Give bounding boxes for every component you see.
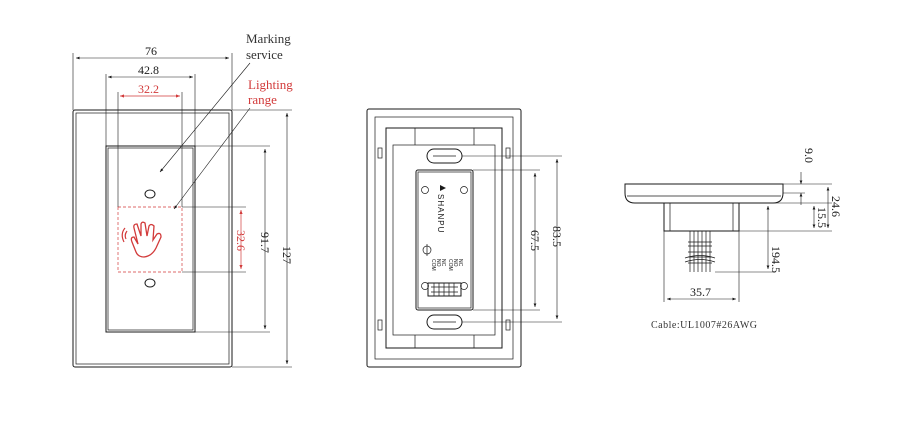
terminal-label: NO — [452, 259, 458, 267]
back-module — [415, 169, 474, 311]
lighting-range-box — [117, 206, 183, 273]
callout-lighting-line2: range — [248, 92, 277, 107]
dim-body-depth: 15.5 — [815, 207, 829, 228]
side-body — [663, 202, 740, 232]
callout-lighting-line1: Lighting — [248, 77, 293, 92]
front-plate-inner-edge — [75, 112, 230, 365]
dim-body-width: 35.7 — [690, 285, 711, 299]
dim-module-height: 67.5 — [528, 230, 542, 251]
cable-spec: Cable:UL1007#26AWG — [651, 320, 758, 331]
dim-plate-thickness: 9.0 — [802, 148, 816, 163]
side-plate — [624, 183, 784, 204]
dim-total-depth: 24.6 — [829, 196, 843, 217]
dim-overall-height: 127 — [280, 246, 294, 264]
terminal-label: NO — [435, 259, 441, 267]
terminal-label: NC — [457, 259, 463, 267]
terminal-labels: COM NO NC COM NO NC — [430, 259, 463, 271]
side-view: 9.0 15.5 24.6 194.5 35.7 Cable:UL1007#26… — [624, 148, 843, 331]
dim-overall-width: 76 — [145, 44, 157, 58]
sensor-panel — [105, 145, 196, 333]
dim-lighting-width: 32.2 — [138, 82, 159, 96]
front-plate-outer — [72, 109, 233, 368]
back-frame-outer — [366, 108, 522, 368]
back-view: SHANPU COM NO NC COM NO NC 67.5 83.5 — [366, 108, 564, 368]
led-hole-top — [144, 189, 156, 199]
sensor-panel-inner — [107, 147, 194, 331]
dim-inner-width: 42.8 — [138, 63, 159, 77]
cable-bundle — [684, 231, 716, 272]
front-view: 76 42.8 32.2 127 91.7 32.6 Marking servi… — [72, 31, 294, 368]
hand-wave-icon — [121, 221, 162, 258]
dim-lighting-height: 32.6 — [234, 230, 248, 251]
callout-marking-line2: service — [246, 47, 283, 62]
brand-text: SHANPU — [436, 194, 445, 233]
terminal-label: NC — [440, 259, 446, 267]
terminal-connector — [427, 282, 462, 297]
back-frame-inner — [374, 116, 514, 360]
brand-logo-icon — [440, 185, 446, 191]
dim-mount-height: 83.5 — [550, 226, 564, 247]
dim-cable-length: 194.5 — [769, 246, 783, 273]
back-mount-plate — [385, 127, 503, 349]
terminal-label: COM — [447, 259, 453, 271]
dim-inner-height: 91.7 — [258, 232, 272, 253]
terminal-label: COM — [430, 259, 436, 271]
led-hole-bottom — [144, 278, 156, 288]
callout-marking-line1: Marking — [246, 31, 291, 46]
